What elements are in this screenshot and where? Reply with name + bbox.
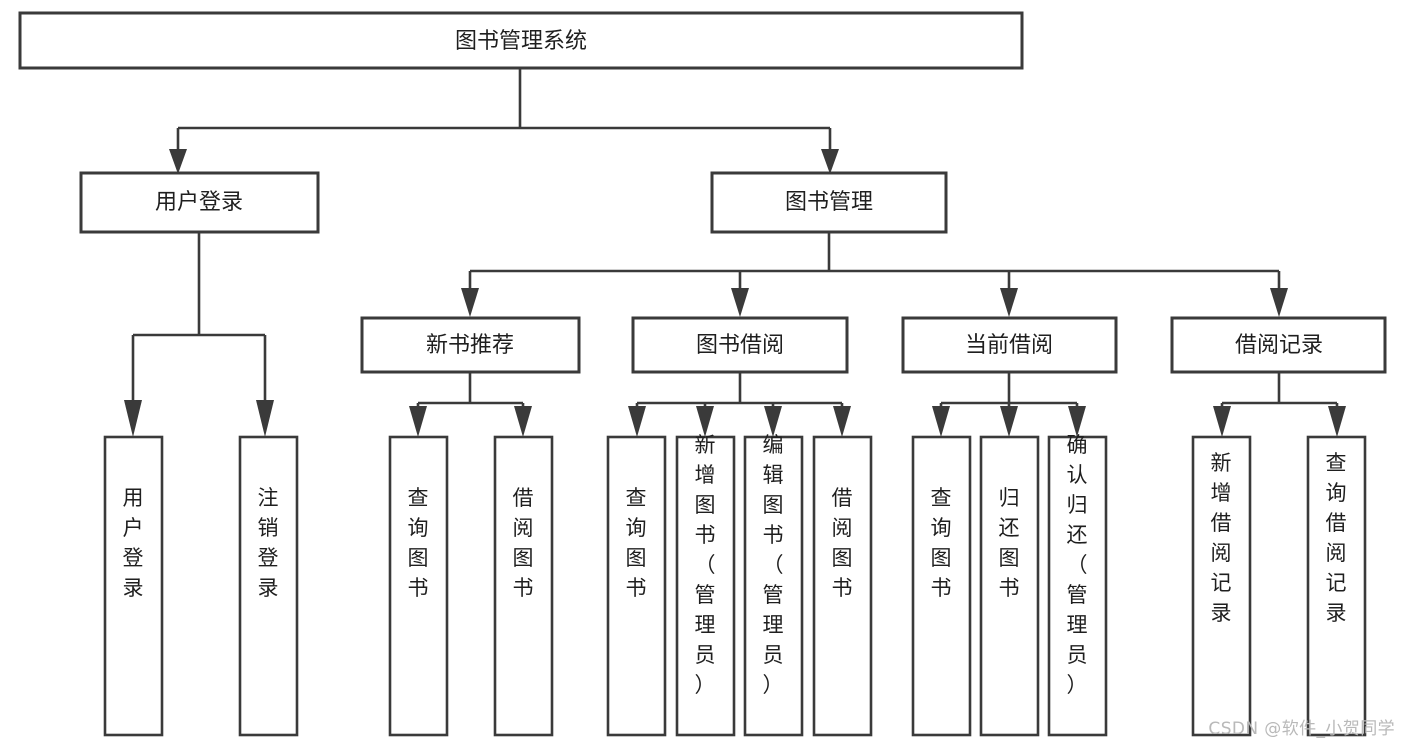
leaf-user-login-label: 用户登录 xyxy=(123,486,144,600)
leaf-borrow-book[interactable]: 借阅图书 xyxy=(812,435,873,737)
connector-current-borrow-children xyxy=(932,372,1086,437)
leaf-confirm-return-admin-label: 确认归还（管理员） xyxy=(1067,433,1088,697)
leaf-user-login[interactable]: 用户登录 xyxy=(103,435,164,737)
connector-book-borrow-children xyxy=(628,372,851,437)
node-book-borrow-label: 图书借阅 xyxy=(696,333,784,358)
leaf-query-borrow-record[interactable]: 查询借阅记录 xyxy=(1306,435,1367,737)
leaf-query-book-current[interactable]: 查询图书 xyxy=(911,435,972,737)
leaf-query-borrow-record-label: 查询借阅记录 xyxy=(1326,451,1347,625)
node-book-management-label: 图书管理 xyxy=(785,190,873,215)
node-borrow-record-label: 借阅记录 xyxy=(1235,333,1323,358)
leaf-query-book-current-label: 查询图书 xyxy=(931,486,952,600)
node-new-book-recommend[interactable]: 新书推荐 xyxy=(360,316,581,374)
leaf-edit-book-admin-label: 编辑图书（管理员） xyxy=(763,433,784,697)
node-borrow-record[interactable]: 借阅记录 xyxy=(1170,316,1387,374)
leaf-return-book-label: 归还图书 xyxy=(999,486,1020,600)
leaf-borrow-book-recommend-label: 借阅图书 xyxy=(513,486,534,600)
leaf-add-book-admin-label: 新增图书（管理员） xyxy=(695,433,716,697)
leaf-confirm-return-admin[interactable]: 确认归还（管理员） xyxy=(1047,433,1108,737)
node-new-book-recommend-label: 新书推荐 xyxy=(426,333,514,358)
node-root-label: 图书管理系统 xyxy=(455,29,587,54)
node-book-borrow[interactable]: 图书借阅 xyxy=(631,316,849,374)
leaf-add-borrow-record-label: 新增借阅记录 xyxy=(1211,451,1232,625)
connector-user-login-stem xyxy=(124,232,274,437)
node-book-management[interactable]: 图书管理 xyxy=(710,171,948,234)
connector-new-book-recommend-children xyxy=(409,372,532,437)
leaf-logout[interactable]: 注销登录 xyxy=(238,435,299,737)
node-root-book-management-system[interactable]: 图书管理系统 xyxy=(18,11,1024,70)
leaf-borrow-book-label: 借阅图书 xyxy=(832,486,853,600)
connector-book-manage-stem xyxy=(461,232,1288,317)
leaf-query-book-recommend[interactable]: 查询图书 xyxy=(388,435,449,737)
node-current-borrow[interactable]: 当前借阅 xyxy=(901,316,1118,374)
leaf-add-borrow-record[interactable]: 新增借阅记录 xyxy=(1191,435,1252,737)
connector-borrow-record-children xyxy=(1213,372,1346,437)
leaf-borrow-book-recommend[interactable]: 借阅图书 xyxy=(493,435,554,737)
leaf-return-book[interactable]: 归还图书 xyxy=(979,435,1040,737)
leaf-edit-book-admin[interactable]: 编辑图书（管理员） xyxy=(743,433,804,737)
node-user-login[interactable]: 用户登录 xyxy=(79,171,320,234)
connector-root-bar xyxy=(169,126,839,174)
node-current-borrow-label: 当前借阅 xyxy=(965,333,1053,358)
leaf-query-book-borrow-label: 查询图书 xyxy=(626,486,647,600)
leaf-add-book-admin[interactable]: 新增图书（管理员） xyxy=(675,433,736,737)
leaf-query-book-borrow[interactable]: 查询图书 xyxy=(606,435,667,737)
leaf-logout-label: 注销登录 xyxy=(258,486,279,600)
leaf-query-book-recommend-label: 查询图书 xyxy=(408,486,429,600)
node-user-login-label: 用户登录 xyxy=(155,190,243,215)
